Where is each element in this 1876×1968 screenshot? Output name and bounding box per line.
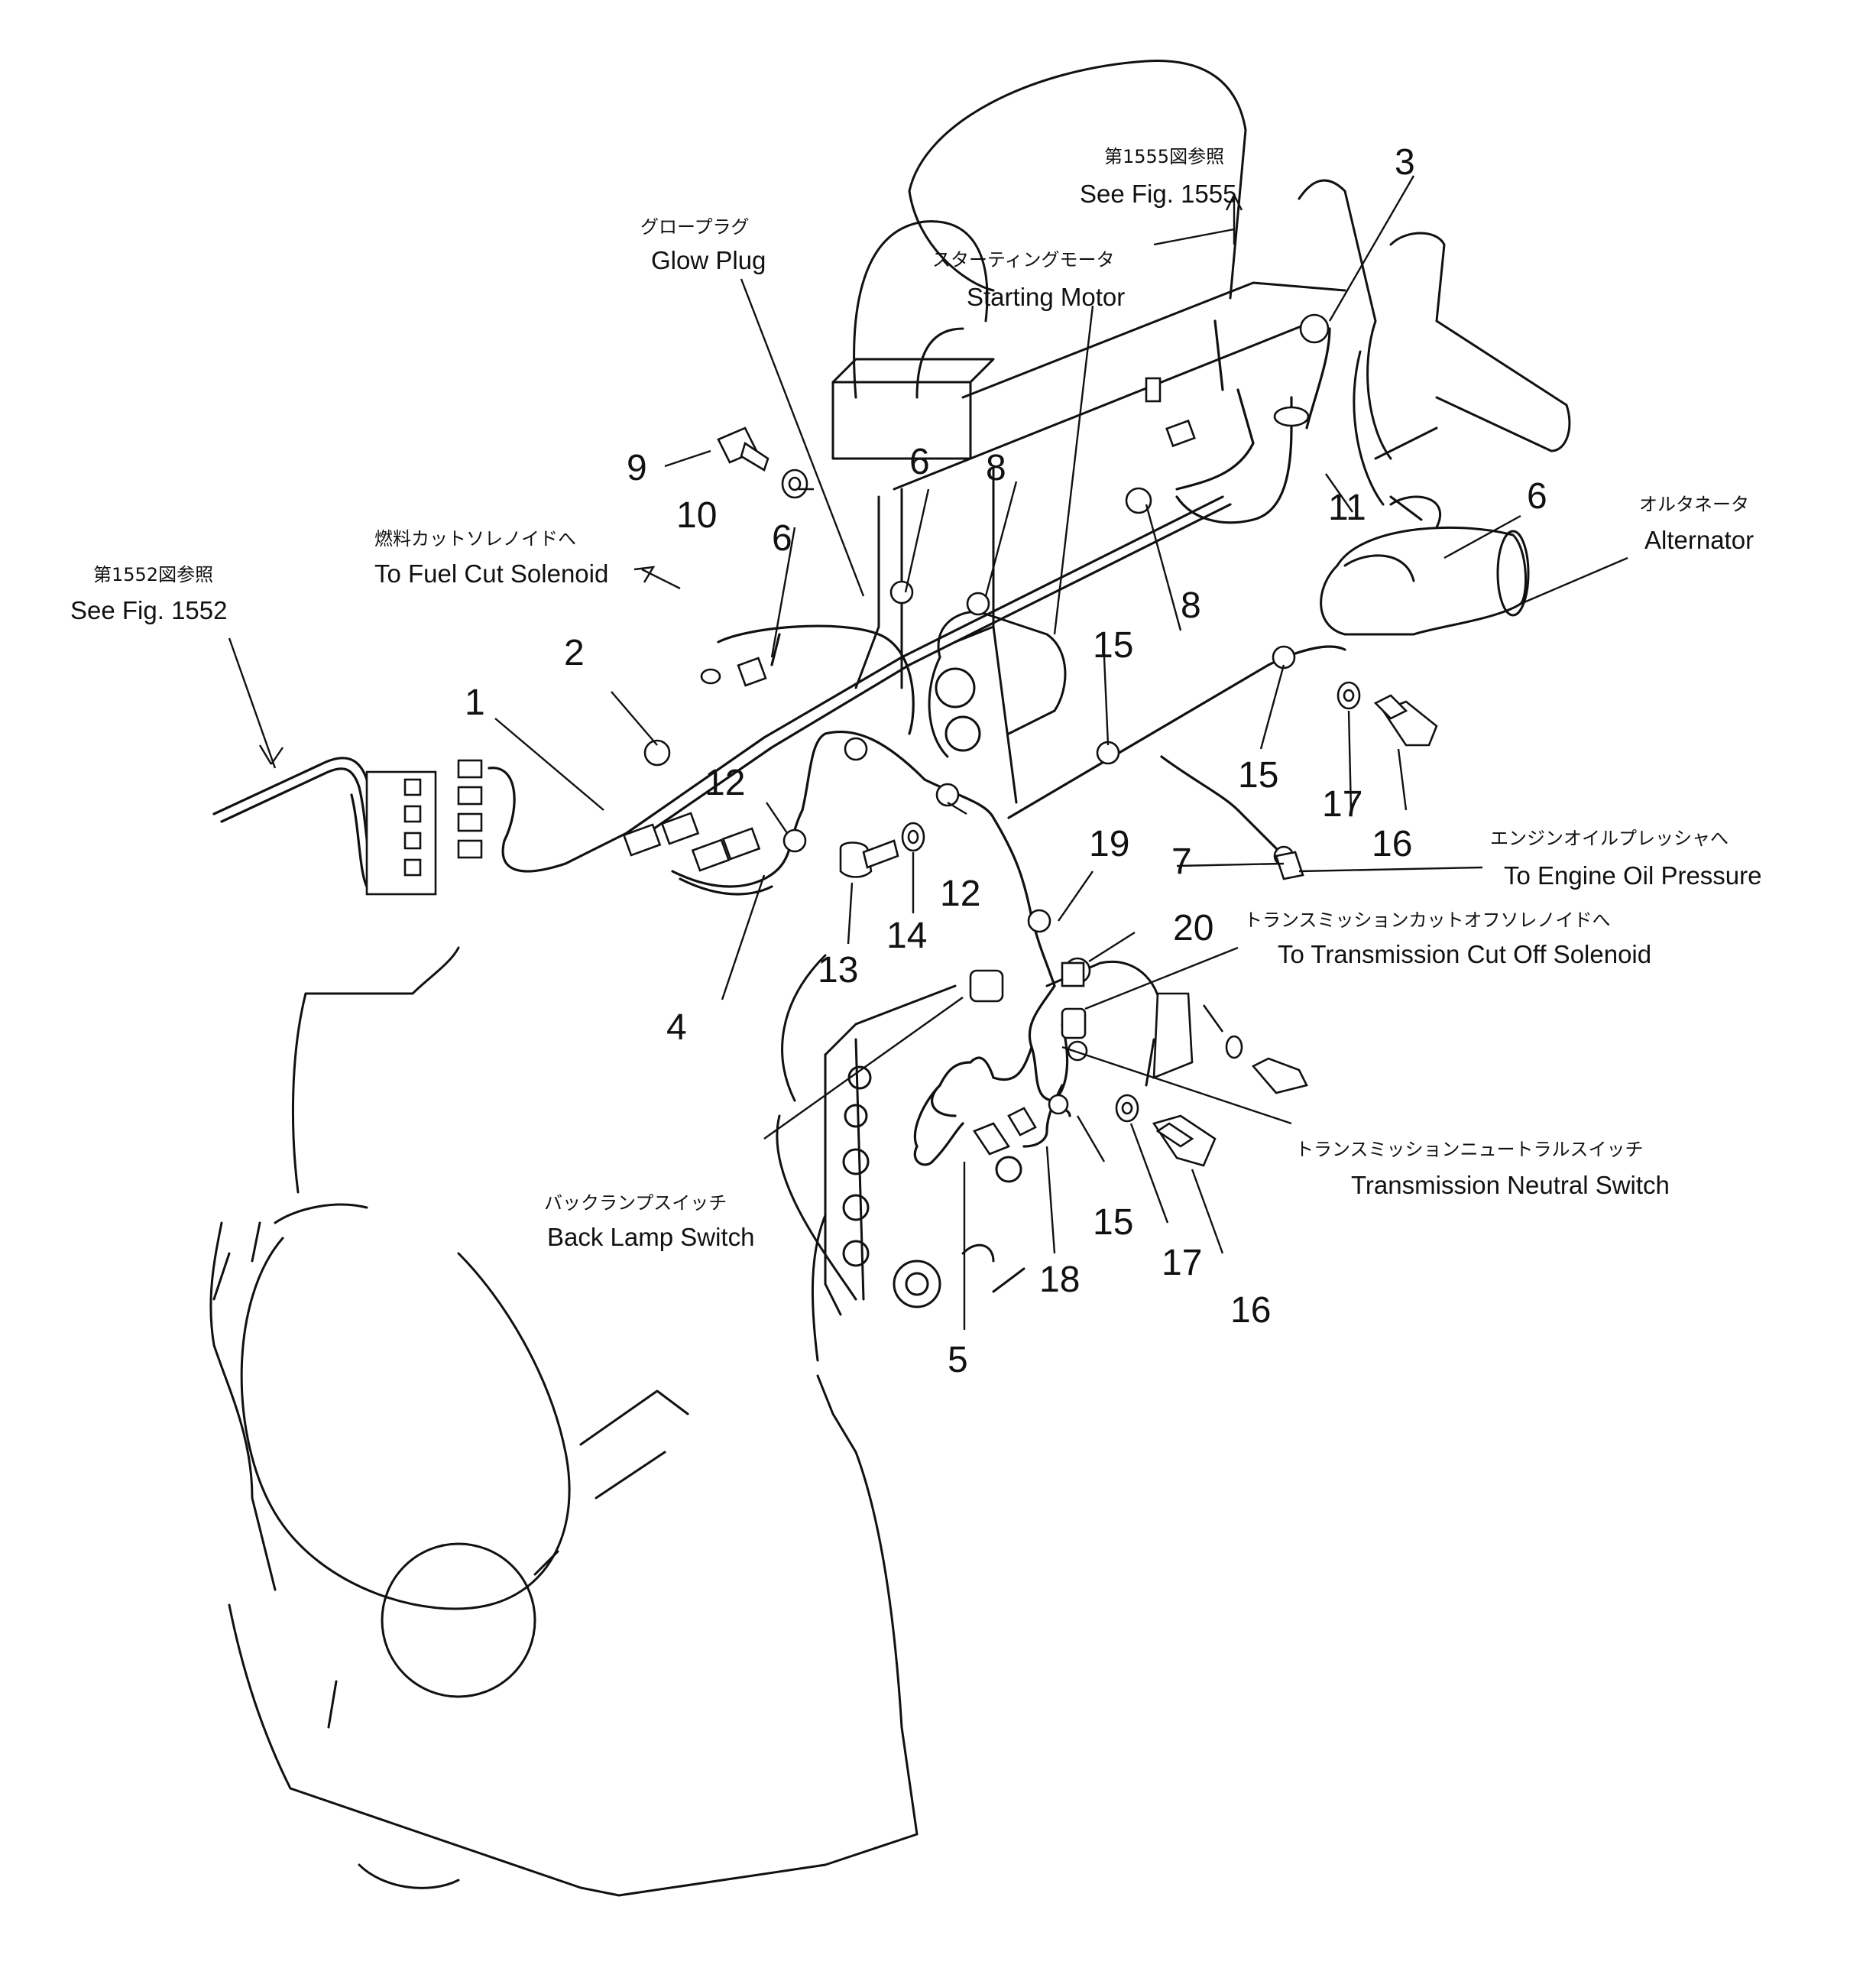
callout-15-right: 15 <box>1238 755 1278 796</box>
see-fig-1555-en: See Fig. 1555 <box>1080 180 1236 208</box>
callout-12-left: 12 <box>705 763 745 803</box>
callout-15-top: 15 <box>1093 625 1133 666</box>
bolt-16-upper <box>1373 694 1438 747</box>
callout-5: 5 <box>948 1340 968 1380</box>
callout-8-top: 8 <box>986 448 1006 488</box>
part-number-callouts: 1 2 3 4 5 6 6 6 7 8 8 9 10 11 12 12 13 1… <box>465 142 1547 1380</box>
glow-plug-label-en: Glow Plug <box>651 246 766 274</box>
callout-15-lower: 15 <box>1093 1202 1133 1243</box>
callout-6-right: 6 <box>1527 476 1547 517</box>
engine-outline <box>209 60 1346 1897</box>
see-fig-1555-jp: 第1555図参照 <box>1104 146 1224 167</box>
starting-motor <box>928 610 1067 758</box>
bolt-13 <box>839 839 899 878</box>
callout-11: 11 <box>1328 488 1366 528</box>
oil-pressure-label-jp: エンジンオイルプレッシャへ <box>1490 828 1729 849</box>
bolt-16-lower <box>1152 1114 1217 1167</box>
washer-10 <box>781 468 808 499</box>
callout-7: 7 <box>1171 841 1192 882</box>
bolt-trans-right <box>1152 992 1308 1094</box>
reference-labels: 第1552図参照 See Fig. 1552 第1555図参照 See Fig.… <box>70 146 1236 624</box>
washer-14 <box>901 822 925 852</box>
washer-17-lower <box>1115 1094 1139 1123</box>
back-lamp-label-en: Back Lamp Switch <box>547 1223 754 1251</box>
callout-9: 9 <box>627 448 647 488</box>
callout-6-left: 6 <box>772 518 792 559</box>
callout-14: 14 <box>886 916 927 956</box>
fuel-cut-label-jp: 燃料カットソレノイドへ <box>374 528 576 550</box>
callout-20: 20 <box>1173 908 1213 948</box>
starting-motor-label-jp: スターティングモータ <box>932 249 1115 271</box>
callout-6-top: 6 <box>909 442 930 482</box>
neutral-switch-label-jp: トランスミッションニュートラルスイッチ <box>1295 1139 1644 1160</box>
see-fig-1552-en: See Fig. 1552 <box>70 596 227 624</box>
alternator-label-jp: オルタネータ <box>1639 494 1749 515</box>
alternator-label-en: Alternator <box>1644 526 1754 554</box>
fan <box>1298 179 1571 521</box>
back-lamp-label-jp: バックランプスイッチ <box>544 1192 727 1214</box>
callout-4: 4 <box>666 1007 687 1048</box>
bolt-9 <box>717 426 770 472</box>
washer-17-upper <box>1337 681 1361 710</box>
callout-17-lower: 17 <box>1162 1243 1202 1283</box>
callout-17-upper: 17 <box>1322 784 1362 825</box>
see-fig-1552-jp: 第1552図参照 <box>93 564 213 585</box>
leader-lines <box>228 175 1628 1330</box>
neutral-switch-label-en: Transmission Neutral Switch <box>1351 1171 1670 1199</box>
callout-1: 1 <box>465 682 485 723</box>
callout-8-lower: 8 <box>1181 585 1201 626</box>
callout-12-right: 12 <box>940 874 980 914</box>
parts <box>622 313 1438 1167</box>
starting-motor-label-en: Starting Motor <box>967 283 1125 311</box>
callout-18: 18 <box>1039 1260 1080 1300</box>
callout-16-lower: 16 <box>1230 1290 1271 1331</box>
alternator <box>1320 495 1530 636</box>
glow-plug-label-jp: グロープラグ <box>640 216 750 238</box>
callout-19: 19 <box>1089 824 1129 864</box>
trans-cut-label-jp: トランスミッションカットオフソレノイドへ <box>1244 909 1611 931</box>
callout-2: 2 <box>564 633 585 673</box>
oil-pressure-label-en: To Engine Oil Pressure <box>1504 861 1762 890</box>
callout-16-upper: 16 <box>1372 824 1412 864</box>
callout-13: 13 <box>818 950 858 990</box>
component-labels: グロープラグ Glow Plug スターティングモータ Starting Mot… <box>374 216 1762 1251</box>
fuel-cut-label-en: To Fuel Cut Solenoid <box>374 559 608 588</box>
callout-3: 3 <box>1395 142 1415 183</box>
callout-10: 10 <box>676 495 717 536</box>
trans-cut-label-en: To Transmission Cut Off Solenoid <box>1278 940 1651 968</box>
